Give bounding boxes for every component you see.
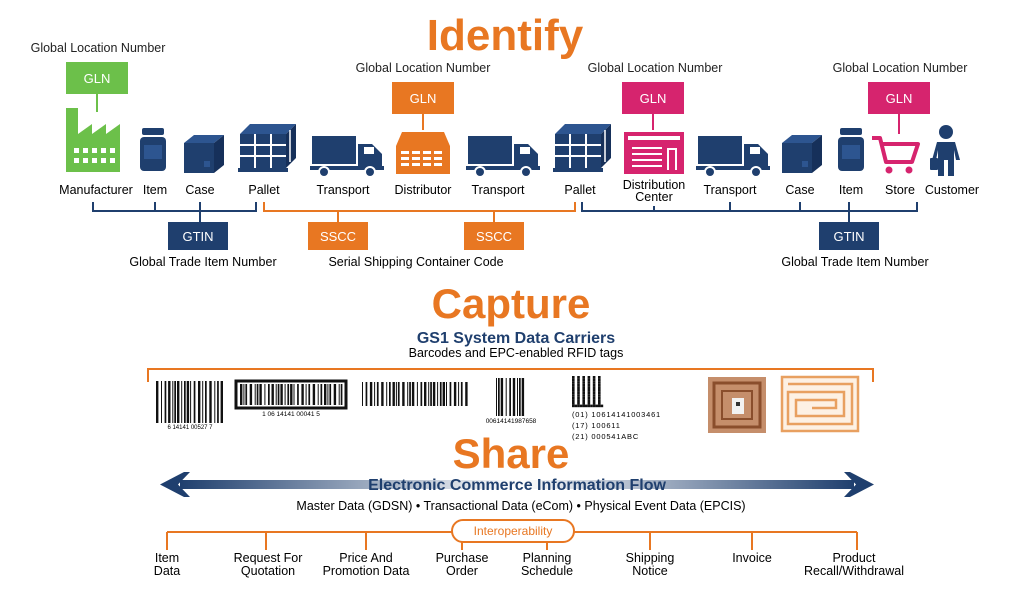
doc-po-line2: Order — [446, 564, 478, 578]
pallet-icon-2 — [552, 123, 612, 173]
gln-abbr-1: GLN — [84, 71, 111, 86]
share-title: Share — [453, 430, 570, 477]
factory-icon — [66, 108, 120, 172]
identify-title: Identify — [427, 11, 584, 60]
doc-recall-line2: Recall/Withdrawal — [804, 564, 904, 578]
interoperability-pill — [451, 519, 575, 543]
node-case-2: Case — [785, 183, 814, 197]
gtin-full-right: Global Trade Item Number — [781, 255, 928, 269]
gtin-abbr-right: GTIN — [833, 229, 864, 244]
ean13-barcode — [156, 381, 223, 423]
gtin-bracket-left — [92, 202, 257, 222]
flow-title: Electronic Commerce Information Flow — [368, 477, 666, 494]
capture-subtitle: GS1 System Data Carriers — [417, 330, 615, 347]
interoperability-label: Interoperability — [474, 524, 553, 538]
sscc-abbr-1: SSCC — [320, 229, 356, 244]
truck-icon-1 — [309, 135, 385, 178]
document-labels: Item Data Request For Quotation Price An… — [154, 551, 904, 578]
pallet-icon-1 — [237, 123, 297, 173]
gtin-abbr-left: GTIN — [182, 229, 213, 244]
doc-planning-line1: Planning — [523, 551, 572, 565]
node-item-1: Item — [143, 183, 167, 197]
item-bottle-icon-2 — [838, 128, 864, 171]
node-store: Store — [885, 183, 915, 197]
datamatrix-code — [572, 376, 604, 408]
sscc-bracket — [263, 202, 576, 222]
ai-line-3: (21) 000541ABC — [572, 432, 639, 441]
doc-item-data-line2: Data — [154, 564, 180, 578]
node-distributor: Distributor — [395, 183, 452, 197]
gln-box-orange — [392, 82, 454, 114]
itf14-digits: 1 06 14141 00041 5 — [262, 411, 320, 418]
databar-digits: 00614141987658 — [486, 418, 537, 425]
doc-po-line1: Purchase — [436, 551, 489, 565]
capture-caption: Barcodes and EPC-enabled RFID tags — [409, 346, 624, 360]
gtin-bracket-right — [581, 202, 918, 222]
node-item-2: Item — [839, 183, 863, 197]
gtin-full-left: Global Trade Item Number — [129, 255, 276, 269]
truck-icon-2 — [465, 135, 541, 178]
ai-line-1: (01) 10614141003461 — [572, 410, 661, 419]
doc-price-line1: Price And — [339, 551, 393, 565]
doc-shipping-line1: Shipping — [626, 551, 675, 565]
data-types: Master Data (GDSN) • Transactional Data … — [296, 499, 745, 513]
gln-abbr-3: GLN — [640, 91, 667, 106]
capture-bracket — [147, 368, 874, 382]
gtin-box-left — [168, 222, 228, 250]
gln-label-1: Global Location Number — [31, 41, 166, 55]
double-headed-arrow — [160, 472, 874, 497]
ai-line-2: (17) 100611 — [572, 421, 621, 430]
gln-box-green — [66, 62, 128, 94]
itf14-bearer-frame — [234, 379, 348, 410]
distribution-center-icon — [624, 132, 684, 174]
sscc-abbr-2: SSCC — [476, 229, 512, 244]
rfid-tag-chip-icon — [708, 377, 766, 433]
customer-person-icon — [930, 125, 960, 176]
node-pallet-1: Pallet — [248, 183, 280, 197]
node-transport-2: Transport — [471, 183, 525, 197]
doc-planning-line2: Schedule — [521, 564, 573, 578]
ean13-digits: 6 14141 00527 7 — [167, 425, 213, 431]
node-transport-3: Transport — [703, 183, 757, 197]
distributor-warehouse-icon — [396, 132, 450, 174]
gtin-box-right — [819, 222, 879, 250]
gln-label-4: Global Location Number — [833, 61, 968, 75]
item-bottle-icon-1 — [140, 128, 166, 171]
identify-node-labels: Manufacturer Item Case Pallet Transport … — [59, 178, 979, 204]
doc-price-line2: Promotion Data — [323, 564, 410, 578]
node-distribution-center-line2: Center — [635, 190, 673, 204]
node-transport-1: Transport — [316, 183, 370, 197]
shopping-cart-icon — [872, 136, 920, 174]
gln-box-magenta-1 — [622, 82, 684, 114]
gs1-128-barcode — [362, 382, 468, 406]
gln-label-3: Global Location Number — [588, 61, 723, 75]
doc-item-data-line1: Item — [155, 551, 179, 565]
sscc-box-1 — [308, 222, 368, 250]
gln-abbr-2: GLN — [410, 91, 437, 106]
doc-rfq-line2: Quotation — [241, 564, 295, 578]
case-box-icon-1 — [184, 135, 224, 173]
node-customer: Customer — [925, 183, 979, 197]
capture-title: Capture — [432, 280, 591, 327]
rfid-antenna-tag-icon — [780, 375, 860, 433]
gln-box-magenta-2 — [868, 82, 930, 114]
doc-recall-line1: Product — [832, 551, 876, 565]
node-pallet-2: Pallet — [564, 183, 596, 197]
node-distribution-center-line1: Distribution — [623, 178, 686, 192]
doc-invoice: Invoice — [732, 551, 772, 565]
doc-shipping-line2: Notice — [632, 564, 667, 578]
gs1-databar-barcode — [496, 378, 525, 416]
node-manufacturer: Manufacturer — [59, 183, 133, 197]
gln-label-2: Global Location Number — [356, 61, 491, 75]
sscc-full: Serial Shipping Container Code — [328, 255, 503, 269]
barcode-strip: 6 14141 00527 7 1 06 14141 00041 5 00614… — [156, 375, 860, 441]
sscc-box-2 — [464, 222, 524, 250]
gln-abbr-4: GLN — [886, 91, 913, 106]
itf14-barcode — [240, 384, 343, 405]
doc-rfq-line1: Request For — [234, 551, 303, 565]
truck-icon-3 — [695, 135, 771, 178]
case-box-icon-2 — [782, 135, 822, 173]
node-case-1: Case — [185, 183, 214, 197]
